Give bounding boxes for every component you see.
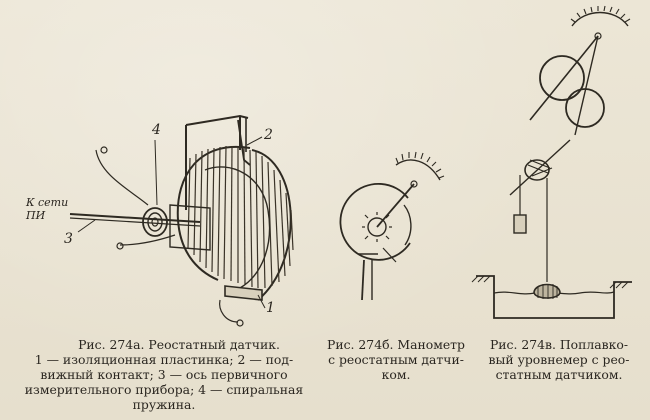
caption-figure-c: Рис. 274в. Поплавко- вый уровнемер с рео… <box>478 337 640 382</box>
caption-figure-b: Рис. 274б. Манометр с реостатным датчи- … <box>316 337 476 382</box>
fig-a-label-2: 2 <box>264 127 273 143</box>
figure-c-drawing <box>471 5 632 319</box>
caption-b-line3: ком. <box>381 367 411 382</box>
fig-a-label-1: 1 <box>266 300 275 316</box>
k-seti-line2: ПИ <box>26 209 46 222</box>
fig-a-label-4: 4 <box>152 122 161 138</box>
figure-b-drawing <box>339 151 445 301</box>
caption-a-title: Рис. 274а. Реостатный датчик. <box>78 337 280 352</box>
caption-c-line2: вый уровнемер с рео- <box>488 352 630 367</box>
caption-b-line2: с реостатным датчи- <box>328 352 464 367</box>
caption-a-line1: 1 — изоляционная пластинка; 2 — под- <box>34 352 294 367</box>
figure-a-drawing <box>69 114 294 327</box>
fig-a-label-k-seti: К сети ПИ <box>26 196 68 222</box>
caption-figure-a: Рис. 274а. Реостатный датчик. 1 — изоляц… <box>14 337 314 412</box>
caption-a-line2: вижный контакт; 3 — ось первичного <box>40 367 288 382</box>
k-seti-line1: К сети <box>26 196 69 209</box>
caption-c-line3: статным датчиком. <box>495 367 623 382</box>
caption-c-line1: Рис. 274в. Поплавко- <box>489 337 629 352</box>
caption-b-line1: Рис. 274б. Манометр <box>327 337 465 352</box>
caption-a-line4: пружина. <box>132 397 196 412</box>
caption-a-line3: измерительного прибора; 4 — спиральная <box>24 382 304 397</box>
fig-a-label-3: 3 <box>64 231 73 247</box>
